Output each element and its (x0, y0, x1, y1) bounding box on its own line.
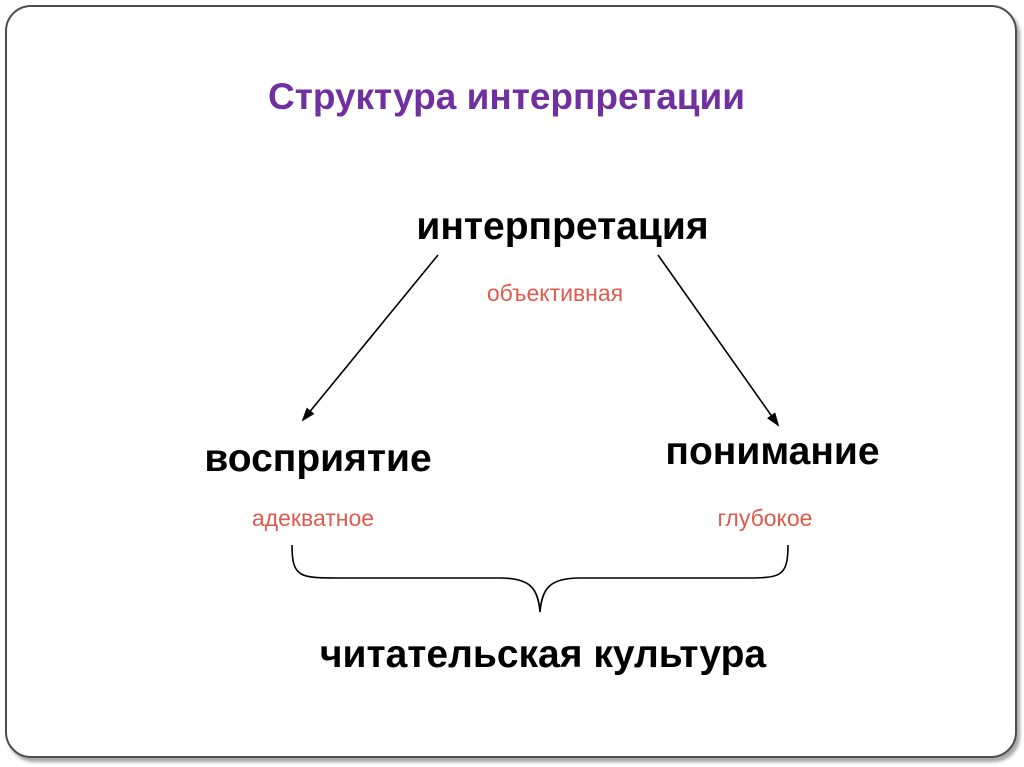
qualifier-deep: глубокое (717, 505, 813, 531)
slide-frame (5, 5, 1017, 758)
qualifier-adequate: адекватное (251, 505, 375, 531)
node-interpretation: интерпретация (416, 205, 709, 248)
node-reading-culture: читательская культура (319, 633, 767, 676)
slide-title: Структура интерпретации (268, 76, 746, 117)
node-understanding: понимание (665, 430, 880, 473)
qualifier-objective: объективная (486, 280, 624, 306)
node-perception: восприятие (204, 437, 432, 480)
